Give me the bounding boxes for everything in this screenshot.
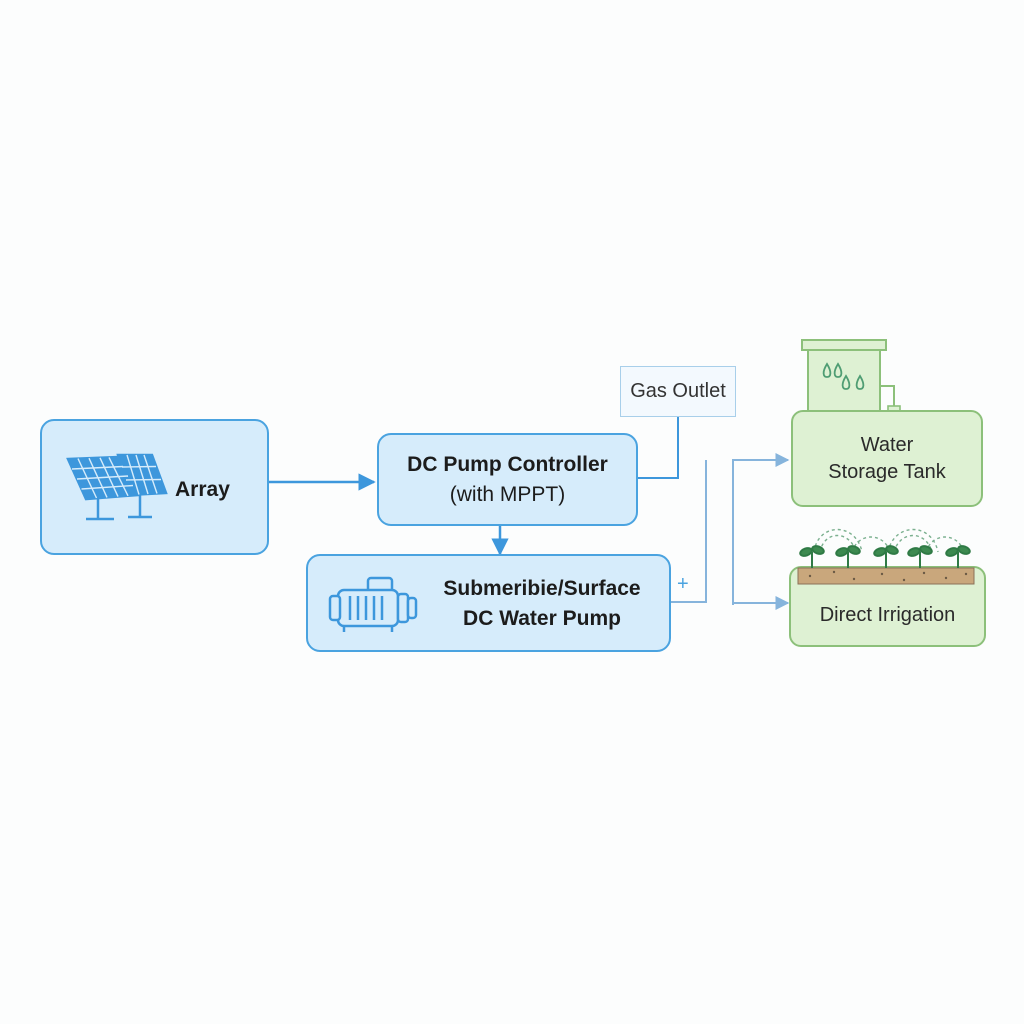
- line-controller-to-outlet: [637, 417, 679, 479]
- water-tank-icon: [801, 339, 901, 415]
- tank-label-line1: Water: [860, 433, 914, 456]
- water-storage-tank-node: Water Storage Tank: [791, 410, 983, 507]
- line-pump-outlet: [670, 460, 707, 603]
- pump-label-line1: Submeribie/Surface: [443, 577, 641, 600]
- array-node: Array: [40, 419, 269, 555]
- water-pump-icon: [328, 576, 418, 632]
- controller-label-line1: DC Pump Controller: [407, 452, 608, 476]
- pump-label: Submeribie/Surface DC Water Pump: [430, 574, 654, 634]
- pump-label-line2: DC Water Pump: [463, 607, 621, 630]
- tank-label-line2: Storage Tank: [828, 460, 946, 483]
- solar-panel-icon: [66, 453, 168, 521]
- arrow-to-storage-tank: [732, 453, 790, 605]
- pump-node: Submeribie/Surface DC Water Pump: [306, 554, 671, 652]
- plus-mark: +: [677, 573, 689, 595]
- gas-outlet-label: Gas Outlet: [630, 380, 726, 402]
- controller-node: DC Pump Controller (with MPPT): [377, 433, 638, 526]
- irrigation-label: Direct Irrigation: [819, 604, 956, 626]
- seedlings-icon: [797, 528, 975, 585]
- controller-label-line2: (with MPPT): [449, 482, 566, 506]
- array-label: Array: [175, 478, 230, 501]
- gas-outlet-node: Gas Outlet: [620, 366, 736, 417]
